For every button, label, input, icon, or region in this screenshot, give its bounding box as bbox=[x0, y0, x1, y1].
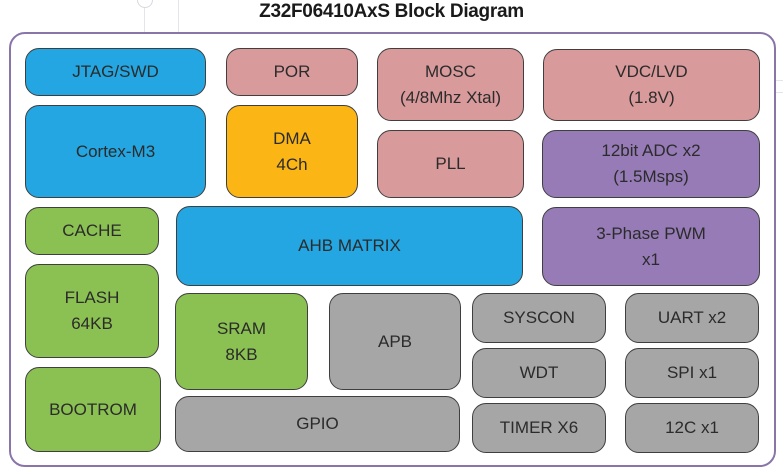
block-label: BOOTROM bbox=[49, 399, 137, 419]
block-por: POR bbox=[226, 48, 358, 96]
block-label: WDT bbox=[519, 363, 559, 382]
block-label: CACHE bbox=[62, 221, 122, 240]
block-label: SPI x1 bbox=[666, 363, 718, 382]
block-label: POR bbox=[273, 62, 311, 81]
block-label: 3-Phase PWM bbox=[596, 223, 706, 243]
block-label: DMA bbox=[273, 128, 311, 148]
block-label: 12C x1 bbox=[665, 418, 719, 437]
block-3phase-pwm: 3-Phase PWM x1 bbox=[542, 207, 760, 286]
diagram-title: Z32F06410AxS Block Diagram bbox=[259, 1, 524, 22]
block-label: Cortex-M3 bbox=[75, 141, 156, 161]
block-flash: FLASH 64KB bbox=[25, 264, 159, 358]
block-sublabel: x1 bbox=[642, 249, 660, 269]
block-pll: PLL bbox=[377, 130, 524, 198]
block-uart: UART x2 bbox=[625, 293, 759, 343]
background-line bbox=[775, 92, 783, 93]
block-sublabel: (1.8V) bbox=[628, 88, 675, 107]
block-label: MOSC bbox=[425, 61, 476, 81]
block-ahb-matrix: AHB MATRIX bbox=[176, 206, 523, 286]
block-cortex-m3: Cortex-M3 bbox=[25, 105, 206, 198]
block-gpio: GPIO bbox=[175, 396, 460, 452]
block-cache: CACHE bbox=[25, 207, 159, 255]
block-sublabel: (4/8Mhz Xtal) bbox=[399, 87, 502, 107]
block-label: 12bit ADC x2 bbox=[601, 141, 701, 160]
block-i2c: 12C x1 bbox=[625, 403, 759, 453]
block-label: AHB MATRIX bbox=[298, 236, 401, 255]
block-sublabel: (1.5Msps) bbox=[613, 167, 689, 186]
block-label: GPIO bbox=[296, 414, 339, 433]
block-spi: SPI x1 bbox=[625, 348, 759, 398]
block-sublabel: 8KB bbox=[225, 344, 258, 364]
block-mosc: MOSC (4/8Mhz Xtal) bbox=[377, 48, 524, 121]
block-label: JTAG/SWD bbox=[72, 62, 159, 81]
block-adc: 12bit ADC x2 (1.5Msps) bbox=[542, 130, 760, 198]
block-timer: TIMER X6 bbox=[472, 403, 606, 453]
block-label: FLASH bbox=[64, 288, 120, 307]
block-bootrom: BOOTROM bbox=[25, 367, 161, 452]
background-line bbox=[775, 80, 783, 81]
block-sram: SRAM 8KB bbox=[175, 293, 308, 390]
block-dma: DMA 4Ch bbox=[226, 105, 358, 198]
block-label: PLL bbox=[435, 154, 466, 173]
block-label: APB bbox=[377, 331, 413, 351]
block-apb: APB bbox=[329, 293, 461, 390]
block-label: TIMER X6 bbox=[499, 418, 579, 437]
block-vdc-lvd: VDC/LVD (1.8V) bbox=[543, 49, 760, 121]
background-line bbox=[144, 0, 145, 32]
block-label: UART x2 bbox=[657, 308, 727, 327]
background-line bbox=[178, 0, 179, 32]
block-label: SYSCON bbox=[503, 308, 575, 327]
block-label: VDC/LVD bbox=[615, 62, 688, 81]
block-wdt: WDT bbox=[472, 348, 606, 398]
block-syscon: SYSCON bbox=[472, 293, 606, 343]
block-jtag-swd: JTAG/SWD bbox=[25, 48, 206, 96]
block-sublabel: 64KB bbox=[71, 314, 113, 333]
block-sublabel: 4Ch bbox=[276, 154, 308, 174]
block-label: SRAM bbox=[216, 318, 267, 338]
